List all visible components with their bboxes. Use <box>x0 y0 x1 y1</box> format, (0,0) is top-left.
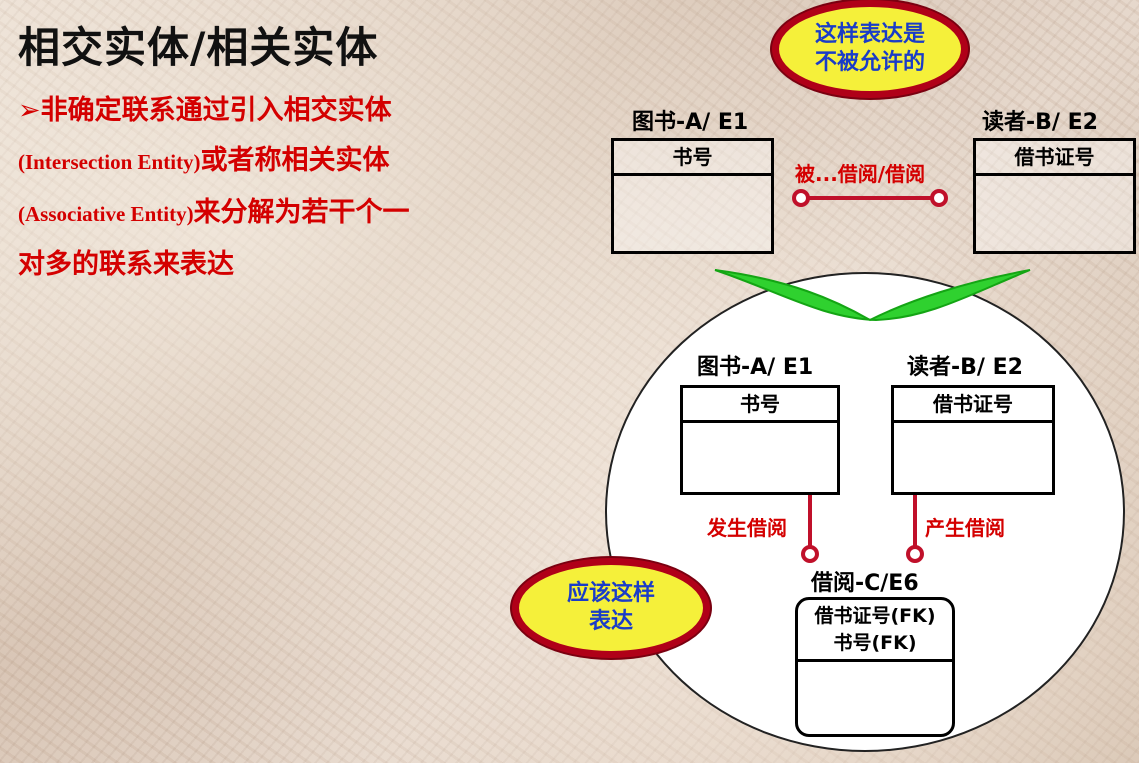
top-entity-b-title: 读者-B/ E2 <box>982 110 1098 135</box>
callout-line: 这样表达是 <box>814 22 925 47</box>
rel-b-label: 产生借阅 <box>925 516 1005 540</box>
rel-b-end <box>906 545 924 563</box>
bullet-text: 非确定联系通过引入相交实体 <box>40 95 392 126</box>
bullet-text: 来分解为若干个一 <box>193 197 410 228</box>
bullet-text: 或者称相关实体 <box>200 145 390 176</box>
bottom-entity-a-key: 书号 <box>683 388 837 423</box>
bottom-entity-b-title: 读者-B/ E2 <box>907 355 1023 380</box>
not-allowed-callout: 这样表达是不被允许的 <box>772 0 968 98</box>
top-rel-end-b <box>930 189 948 207</box>
bullet-line-3: (Associative Entity)来分解为若干个一 <box>18 190 538 229</box>
down-arrow-icon <box>714 269 1031 322</box>
rel-a-end <box>801 545 819 563</box>
assoc-entity-box: 借书证号(FK) 书号(FK) <box>795 597 955 737</box>
bottom-entity-a-title: 图书-A/ E1 <box>697 355 814 380</box>
bullet-text: 对多的联系来表达 <box>18 249 234 280</box>
top-rel-end-a <box>792 189 810 207</box>
bottom-entity-b-box: 借书证号 <box>891 385 1055 495</box>
top-entity-a-title: 图书-A/ E1 <box>632 110 749 135</box>
callout-line: 应该这样 <box>566 581 655 606</box>
slide-title: 相交实体/相关实体 <box>18 23 379 72</box>
callout-line: 不被允许的 <box>814 50 925 75</box>
top-relationship-label: 被...借阅/借阅 <box>795 162 926 186</box>
bottom-entity-a-box: 书号 <box>680 385 840 495</box>
assoc-key-fk: 书号(FK) <box>833 632 917 654</box>
assoc-key-fk: 借书证号(FK) <box>814 605 936 627</box>
rel-a-label: 发生借阅 <box>707 516 787 540</box>
assoc-entity-keys: 借书证号(FK) 书号(FK) <box>798 600 952 662</box>
intersection-entity-term: (Intersection Entity) <box>18 150 201 174</box>
top-entity-b-box: 借书证号 <box>973 138 1136 254</box>
top-entity-b-key: 借书证号 <box>976 141 1133 176</box>
bottom-entity-b-key: 借书证号 <box>894 388 1052 423</box>
callout-line: 表达 <box>588 609 633 634</box>
bullet-line-4: 对多的联系来表达 <box>18 242 538 281</box>
bullet-arrow-icon: ➢ <box>18 95 41 126</box>
top-entity-a-box: 书号 <box>611 138 774 254</box>
top-entity-a-key: 书号 <box>614 141 771 176</box>
bullet-line-2: (Intersection Entity)或者称相关实体 <box>18 138 538 177</box>
associative-entity-term: (Associative Entity) <box>18 202 194 226</box>
assoc-entity-title: 借阅-C/E6 <box>811 571 919 596</box>
bullet-line-1: ➢非确定联系通过引入相交实体 <box>18 88 538 127</box>
should-express-callout: 应该这样表达 <box>512 558 710 658</box>
